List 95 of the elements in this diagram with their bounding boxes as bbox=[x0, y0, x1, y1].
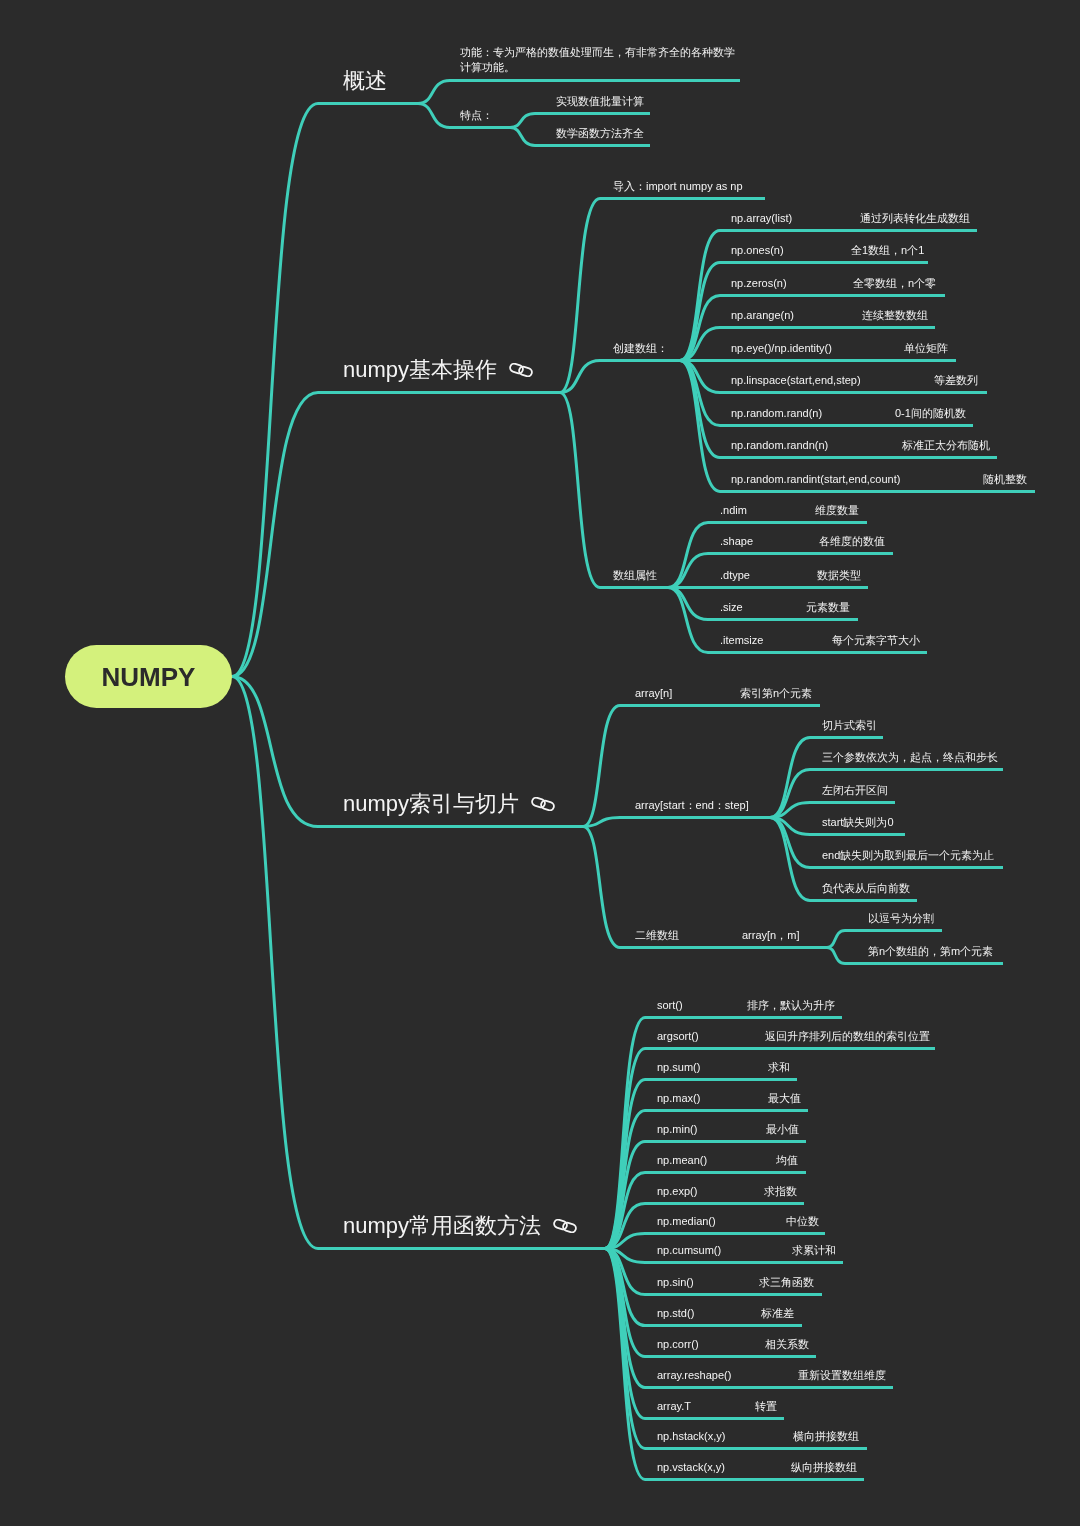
branch-line bbox=[508, 126, 537, 147]
code-text: np.sum() bbox=[657, 1060, 701, 1074]
code-text: array[n] bbox=[635, 686, 673, 700]
description-text: 各维度的数值 bbox=[819, 534, 885, 548]
code-text: .size bbox=[720, 600, 743, 614]
topic-text: end缺失则为取到最后一个元素为止 bbox=[822, 848, 995, 862]
description-text: 中位数 bbox=[786, 1214, 819, 1228]
description-text: 均值 bbox=[776, 1153, 798, 1167]
description-text: 随机整数 bbox=[983, 472, 1027, 486]
code-text: np.linspace(start,end,step) bbox=[731, 373, 861, 387]
description-text: 最大值 bbox=[768, 1091, 801, 1105]
description-text: 排序，默认为升序 bbox=[747, 998, 835, 1012]
code-text: np.mean() bbox=[657, 1153, 708, 1167]
topic-text: 左闭右开区间 bbox=[822, 783, 888, 797]
code-text: np.random.randint(start,end,count) bbox=[731, 472, 901, 486]
code-text: .dtype bbox=[720, 568, 750, 582]
code-text: np.max() bbox=[657, 1091, 701, 1105]
description-text: 最小值 bbox=[766, 1122, 799, 1136]
description-text: 纵向拼接数组 bbox=[791, 1460, 857, 1474]
description-text: 标准差 bbox=[761, 1306, 794, 1320]
description-text: 横向拼接数组 bbox=[793, 1429, 859, 1443]
description-text: 等差数列 bbox=[934, 373, 978, 387]
code-text: np.corr() bbox=[657, 1337, 699, 1351]
description-text: 返回升序排列后的数组的索引位置 bbox=[765, 1029, 930, 1043]
topic-text: numpy索引与切片 bbox=[343, 791, 520, 817]
code-text: sort() bbox=[657, 998, 683, 1012]
branch-line bbox=[768, 816, 812, 902]
topic-text: 数组属性 bbox=[613, 568, 657, 582]
description-text: 求指数 bbox=[764, 1184, 797, 1198]
branch-line bbox=[825, 946, 847, 965]
topic-text: 三个参数依次为，起点，终点和步长 bbox=[822, 750, 998, 764]
description-text: 求累计和 bbox=[792, 1243, 836, 1257]
topic-text: NUMPY bbox=[101, 661, 196, 692]
description-text: 维度数量 bbox=[815, 503, 859, 517]
code-text: .ndim bbox=[720, 503, 747, 517]
code-text: .shape bbox=[720, 534, 754, 548]
code-text: np.cumsum() bbox=[657, 1243, 722, 1257]
description-text: 0-1间的随机数 bbox=[895, 406, 966, 420]
description-text: 每个元素字节大小 bbox=[832, 633, 920, 647]
description-text: 数据类型 bbox=[817, 568, 861, 582]
code-text: argsort() bbox=[657, 1029, 699, 1043]
topic-text: 特点： bbox=[460, 108, 493, 122]
branch-line bbox=[416, 102, 452, 129]
topic-text: 切片式索引 bbox=[822, 718, 877, 732]
code-text: np.zeros(n) bbox=[731, 276, 787, 290]
topic-text: 数学函数方法齐全 bbox=[556, 126, 644, 140]
description-text: 索引第n个元素 bbox=[740, 686, 813, 700]
branch-line bbox=[666, 586, 710, 654]
topic-text: 负代表从后向前数 bbox=[822, 881, 910, 895]
code-text: np.random.rand(n) bbox=[731, 406, 823, 420]
description-text: 转置 bbox=[755, 1399, 777, 1413]
topic-text: 功能：专为严格的数值处理而生，有非常齐全的各种数学计算功能。 bbox=[460, 45, 736, 75]
code-text: np.random.randn(n) bbox=[731, 438, 829, 452]
code-text: np.arange(n) bbox=[731, 308, 794, 322]
description-text: 元素数量 bbox=[806, 600, 850, 614]
description-text: 相关系数 bbox=[765, 1337, 809, 1351]
description-text: 全1数组，n个1 bbox=[851, 243, 925, 257]
code-text: np.min() bbox=[657, 1122, 698, 1136]
description-text: 求和 bbox=[768, 1060, 790, 1074]
topic-text: 二维数组 bbox=[635, 928, 679, 942]
code-text: np.exp() bbox=[657, 1184, 698, 1198]
code-text: np.array(list) bbox=[731, 211, 793, 225]
topic-text: start缺失则为0 bbox=[822, 815, 894, 829]
code-text: np.hstack(x,y) bbox=[657, 1429, 726, 1443]
topic-text: 创建数组： bbox=[613, 341, 668, 355]
description-text: 通过列表转化生成数组 bbox=[860, 211, 970, 225]
code-text: np.vstack(x,y) bbox=[657, 1460, 725, 1474]
description-text: 重新设置数组维度 bbox=[798, 1368, 886, 1382]
topic-text: numpy基本操作 bbox=[343, 357, 498, 383]
topic-text: 以逗号为分割 bbox=[868, 911, 934, 925]
description-text: 全零数组，n个零 bbox=[853, 276, 937, 290]
code-text: .itemsize bbox=[720, 633, 764, 647]
description-text: 标准正太分布随机 bbox=[902, 438, 990, 452]
code-text: np.ones(n) bbox=[731, 243, 784, 257]
branch-line bbox=[558, 391, 602, 589]
branch-line bbox=[678, 359, 722, 493]
code-text: np.std() bbox=[657, 1306, 695, 1320]
branch-line bbox=[581, 825, 622, 949]
branch-line bbox=[230, 675, 320, 1250]
code-text: array.T bbox=[657, 1399, 692, 1413]
code-text: np.eye()/np.identity() bbox=[731, 341, 832, 355]
code-text: np.sin() bbox=[657, 1275, 694, 1289]
topic-text: 第n个数组的，第m个元素 bbox=[868, 944, 994, 958]
code-text: array[start：end：step] bbox=[635, 798, 749, 812]
description-text: 连续整数数组 bbox=[862, 308, 928, 322]
topic-text: 实现数值批量计算 bbox=[556, 94, 644, 108]
code-text: array[n，m] bbox=[742, 928, 800, 942]
topic-text: 导入：import numpy as np bbox=[613, 179, 743, 193]
topic-text: 概述 bbox=[343, 68, 387, 94]
branch-line bbox=[558, 197, 602, 394]
description-text: 单位矩阵 bbox=[904, 341, 948, 355]
code-text: array.reshape() bbox=[657, 1368, 732, 1382]
topic-text: numpy常用函数方法 bbox=[343, 1213, 542, 1239]
description-text: 求三角函数 bbox=[759, 1275, 814, 1289]
code-text: np.median() bbox=[657, 1214, 716, 1228]
